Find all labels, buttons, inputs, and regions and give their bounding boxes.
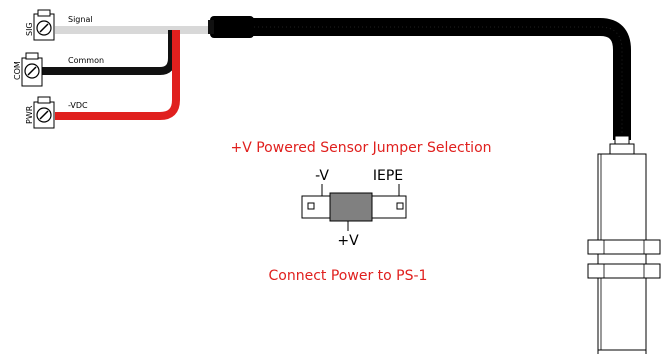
power-wire: [55, 30, 180, 120]
jumper-right-label: IEPE: [373, 168, 403, 184]
terminal-sig: SIG: [25, 9, 55, 41]
cable-sleeve: [208, 16, 254, 38]
sensor-body: [587, 135, 661, 354]
sensor-cable: [250, 18, 631, 140]
terminal-com-label: COM: [13, 61, 22, 80]
jumper-bottom-label: +V: [337, 233, 359, 249]
terminal-pwr-label: PWR: [25, 105, 34, 124]
power-wire-label: -VDC: [68, 101, 88, 110]
terminal-pwr: PWR: [25, 96, 55, 129]
jumper-block: [301, 192, 407, 222]
terminal-com: COM: [13, 52, 43, 87]
common-wire-label: Common: [68, 56, 104, 65]
signal-wire-label: Signal: [68, 15, 93, 24]
jumper-title: +V Powered Sensor Jumper Selection: [230, 140, 491, 156]
jumper-left-label: -V: [315, 168, 329, 184]
common-wire: [42, 30, 176, 75]
terminal-sig-label: SIG: [25, 22, 34, 36]
power-note: Connect Power to PS-1: [269, 268, 428, 284]
